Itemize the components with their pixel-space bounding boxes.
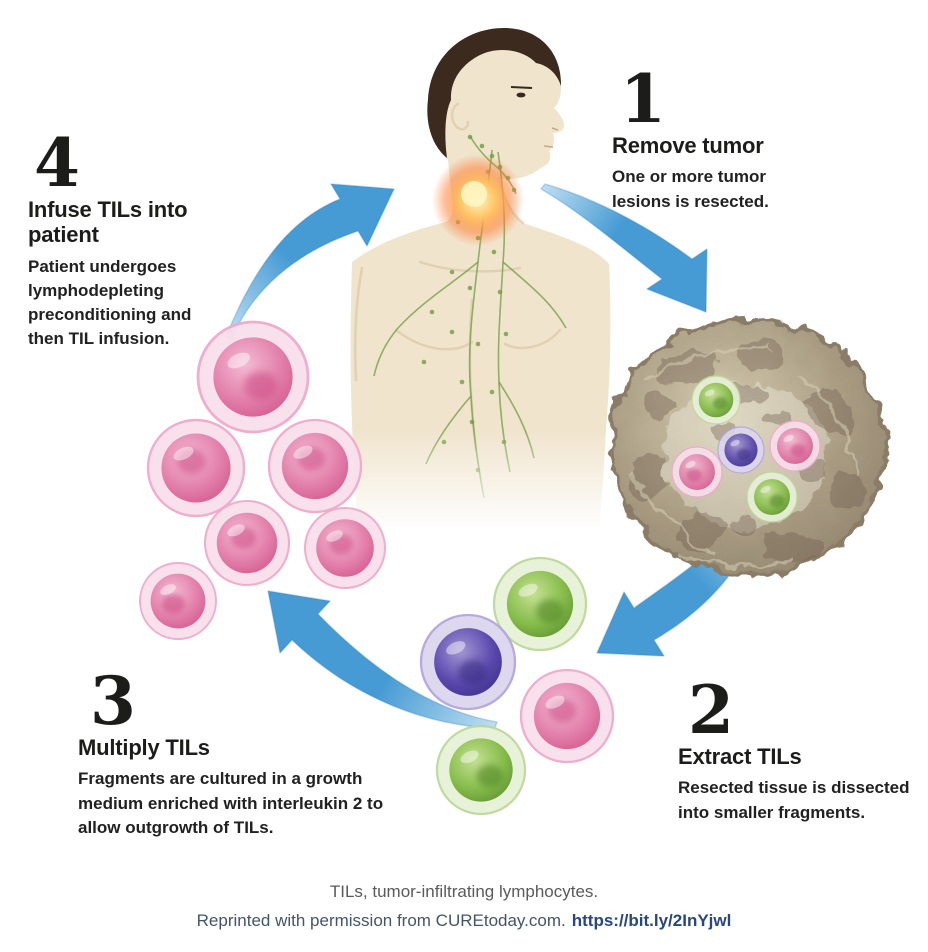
til-cell-pink — [203, 499, 291, 587]
patient-skin — [350, 29, 611, 540]
credit-line: Reprinted with permission from CUREtoday… — [0, 911, 928, 931]
cycle-arrow-2-to-3 — [267, 590, 498, 729]
til-cell-green — [492, 556, 588, 652]
patient-figure — [336, 28, 616, 555]
til-cell-green — [435, 724, 527, 816]
step-number: 3 — [90, 662, 136, 740]
til-cell-pink — [146, 418, 246, 518]
tumor-site-glow — [432, 154, 524, 246]
step-description: Resected tissue is dissected into smalle… — [678, 778, 910, 822]
step-description: Patient undergoes lymphodepleting precon… — [28, 256, 192, 348]
step-title: Remove tumor — [612, 133, 764, 159]
step-title: Extract TILs — [678, 744, 802, 770]
step-number: 1 — [620, 60, 666, 138]
til-cell-purple — [419, 613, 517, 711]
credit-text: Reprinted with permission from CUREtoday… — [196, 911, 566, 930]
step-block-2: 2 Extract TILs Resected tissue is dissec… — [678, 671, 928, 825]
step-number: 4 — [34, 124, 80, 202]
patient-ear — [450, 102, 470, 131]
step-block-3: 3 Multiply TILs Fragments are cultured i… — [78, 662, 398, 840]
til-cell-green — [691, 375, 741, 425]
patient-eye — [516, 92, 526, 98]
til-cell-pink — [769, 420, 821, 472]
til-cell-green — [746, 471, 798, 523]
til-cell-pink — [519, 668, 615, 764]
cycle-arrow-1-to-2 — [540, 183, 708, 313]
step-block-1: 1 Remove tumor One or more tumor lesions… — [612, 60, 812, 214]
step-description: Fragments are cultured in a growth mediu… — [78, 769, 384, 837]
step-block-4: 4 Infuse TILs into patient Patient under… — [28, 124, 213, 351]
til-cell-pink — [139, 562, 217, 640]
footer-note: TILs, tumor-infiltrating lymphocytes. Re… — [0, 882, 928, 931]
til-cell-pink — [303, 506, 387, 590]
step-title: Multiply TILs — [78, 735, 210, 761]
abbreviation-note: TILs, tumor-infiltrating lymphocytes. — [329, 882, 599, 901]
til-cell-pink — [671, 446, 723, 498]
til-cell-pink — [196, 320, 310, 434]
bitly-link[interactable]: https://bit.ly/2InYjwl — [571, 911, 732, 930]
cycle-arrow-4-to-1 — [225, 183, 395, 342]
patient-hair — [427, 28, 562, 158]
step-number: 2 — [688, 671, 734, 749]
til-cell-pink — [267, 418, 363, 514]
til-cell-purple — [717, 426, 765, 474]
step-title: Infuse TILs into patient — [28, 197, 188, 248]
step-description: One or more tumor lesions is resected. — [612, 167, 769, 211]
